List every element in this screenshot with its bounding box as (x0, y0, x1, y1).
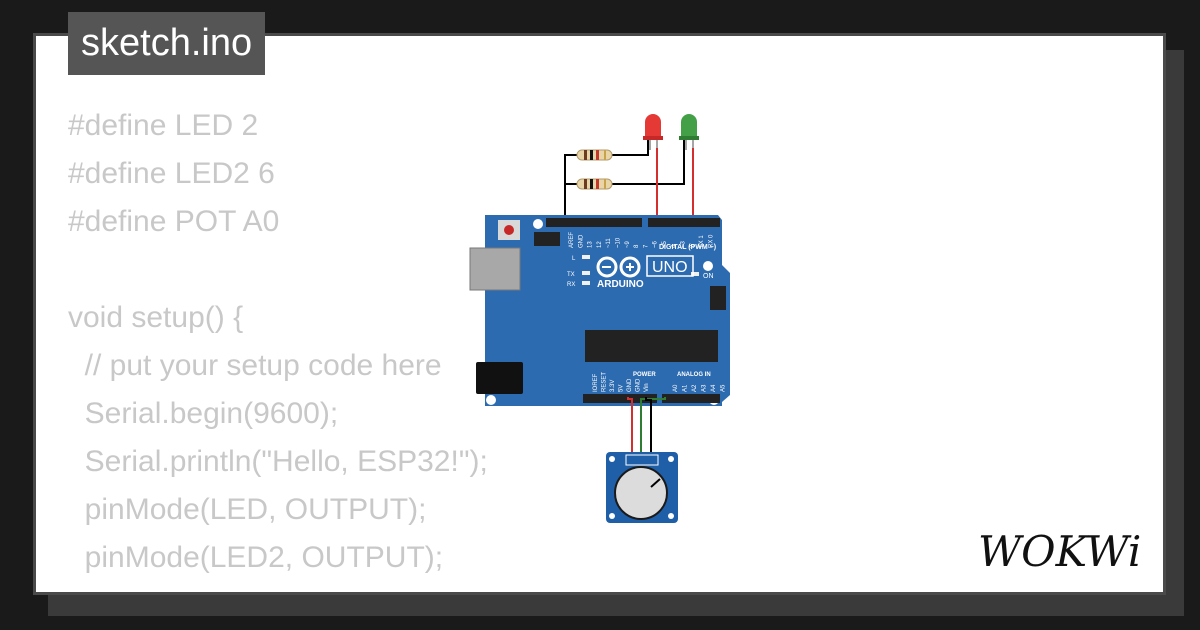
pin-label: A3 (702, 384, 708, 392)
pin-label: ~3 (681, 240, 687, 248)
pin-label: 4 (671, 244, 677, 248)
wire-black-pot (645, 397, 652, 458)
board-brand: ARDUINO (597, 279, 644, 290)
pin-label: AREF (569, 232, 575, 248)
pin-label: ~5 (662, 240, 668, 248)
digital-label: DIGITAL (PWM ~) (659, 244, 716, 251)
board-model: UNO (652, 259, 688, 276)
pin-label: A2 (692, 384, 698, 392)
pin-label: Vin (644, 383, 650, 392)
analog-label: ANALOG IN (677, 372, 711, 378)
pin-label: 2 (690, 244, 696, 248)
led-red[interactable] (643, 114, 663, 150)
wire-red-pot (627, 397, 633, 458)
pin-label: 5V (619, 385, 625, 392)
code-line: Serial.begin(9600); (68, 397, 339, 430)
pin-label: IOREF (593, 373, 599, 392)
led-green[interactable] (679, 114, 699, 150)
code-line: pinMode(LED2, OUTPUT); (68, 541, 444, 574)
pin-label: ~9 (625, 240, 631, 248)
pin-label: TX 1 (699, 235, 705, 248)
pin-label: A4 (711, 384, 717, 392)
wokwi-logo: WOKWi (978, 528, 1141, 576)
on-label: ON (703, 273, 714, 280)
wokwi-logo-text: WOKWi (978, 528, 1141, 576)
code-line: pinMode(POT, INPUT); (68, 589, 393, 592)
code-line: void setup() { (68, 301, 244, 334)
code-line: pinMode(LED, OUTPUT); (68, 493, 427, 526)
wire-resistor-led-green (612, 140, 685, 185)
usb-port (469, 247, 521, 291)
wire-black-1 (564, 154, 577, 222)
pin-label: A0 (673, 384, 679, 392)
pin-label: 7 (643, 244, 649, 248)
pin-label: 3.3V (610, 380, 616, 392)
l-label: L (572, 256, 576, 262)
power-label: POWER (633, 372, 656, 378)
arduino-logo-icon (596, 256, 641, 278)
pin-label: 8 (634, 244, 640, 248)
pin-label: ~10 (616, 237, 622, 248)
tx-label: TX (567, 272, 575, 278)
wire-resistor-led-red (612, 140, 649, 156)
pin-label: GND (627, 378, 633, 392)
arduino-uno-board[interactable]: UNO ARDUINO DIGITAL (PWM ~) POWER ANALOG… (469, 215, 730, 406)
power-jack (476, 362, 523, 394)
code-preview: #define LED 2 #define LED2 6 #define POT… (68, 102, 488, 592)
wire-green-pot (640, 397, 666, 458)
sketch-filename-tab: sketch.ino (68, 12, 266, 75)
pin-label: 13 (588, 241, 594, 248)
code-line: Serial.println("Hello, ESP32!"); (68, 445, 488, 478)
rx-label: RX (567, 282, 575, 288)
potentiometer[interactable] (606, 452, 678, 523)
potentiometer-knob[interactable] (614, 466, 668, 520)
pin-label: ~11 (606, 238, 612, 248)
pin-label: ~6 (653, 240, 659, 248)
pin-label: A5 (721, 384, 727, 392)
code-line: #define LED2 6 (68, 157, 275, 190)
code-line: #define LED 2 (68, 109, 259, 142)
microcontroller-chip (585, 330, 718, 362)
pin-label: A1 (683, 384, 689, 392)
code-line: #define POT A0 (68, 205, 280, 238)
resistor-2[interactable] (576, 178, 613, 190)
code-line: // put your setup code here (68, 349, 442, 382)
pin-label: RX 0 (709, 234, 715, 248)
pin-label: GND (636, 378, 642, 392)
pin-label: GND (578, 234, 584, 248)
resistor-1[interactable] (576, 149, 613, 161)
pin-label: 12 (597, 241, 603, 248)
pin-label: RESET (602, 372, 608, 392)
